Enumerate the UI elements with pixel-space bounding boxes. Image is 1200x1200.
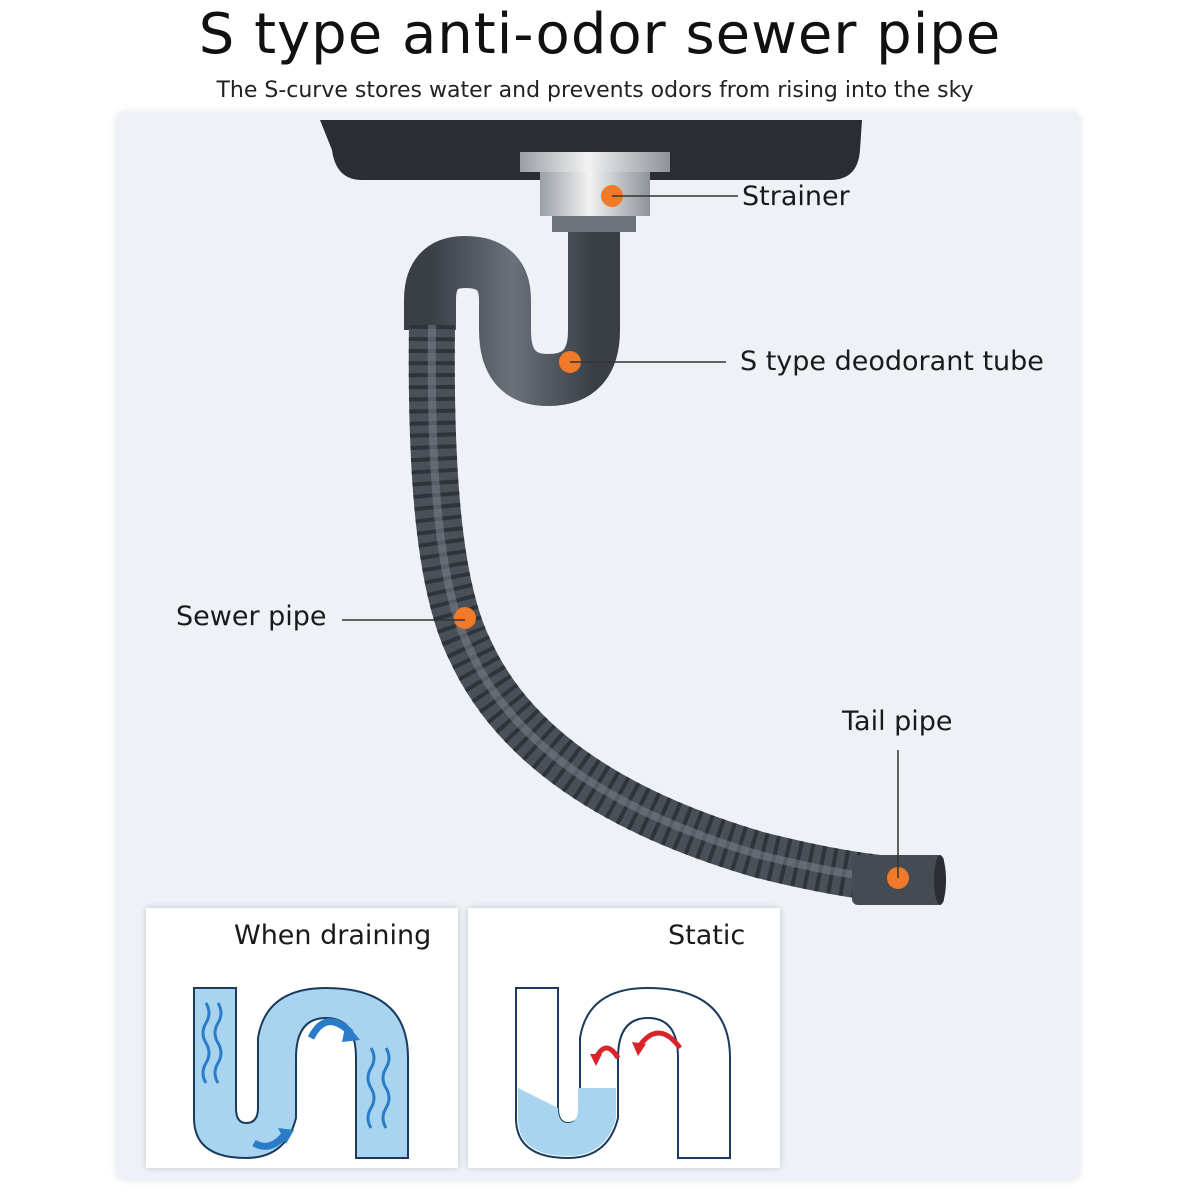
strainer-fitting bbox=[520, 152, 670, 232]
s-tube-label: S type deodorant tube bbox=[740, 346, 1044, 377]
sewer-pipe-label: Sewer pipe bbox=[176, 601, 327, 632]
sink-basin bbox=[320, 120, 862, 180]
page-title: S type anti-odor sewer pipe bbox=[198, 2, 1002, 67]
corrugated-sewer-pipe bbox=[408, 324, 883, 901]
page-subtitle: The S-curve stores water and prevents od… bbox=[216, 78, 974, 103]
inset-draining: When draining bbox=[146, 908, 458, 1168]
inset-draining-label: When draining bbox=[234, 920, 432, 951]
strainer-label: Strainer bbox=[742, 181, 850, 212]
sewer-pipe-marker bbox=[454, 607, 476, 629]
tail-pipe-label: Tail pipe bbox=[842, 706, 953, 737]
draining-diagram bbox=[193, 986, 409, 1160]
inset-static: Static bbox=[468, 908, 780, 1168]
s-trap-tube bbox=[404, 232, 620, 407]
static-diagram bbox=[515, 986, 731, 1160]
inset-static-label: Static bbox=[668, 920, 746, 951]
